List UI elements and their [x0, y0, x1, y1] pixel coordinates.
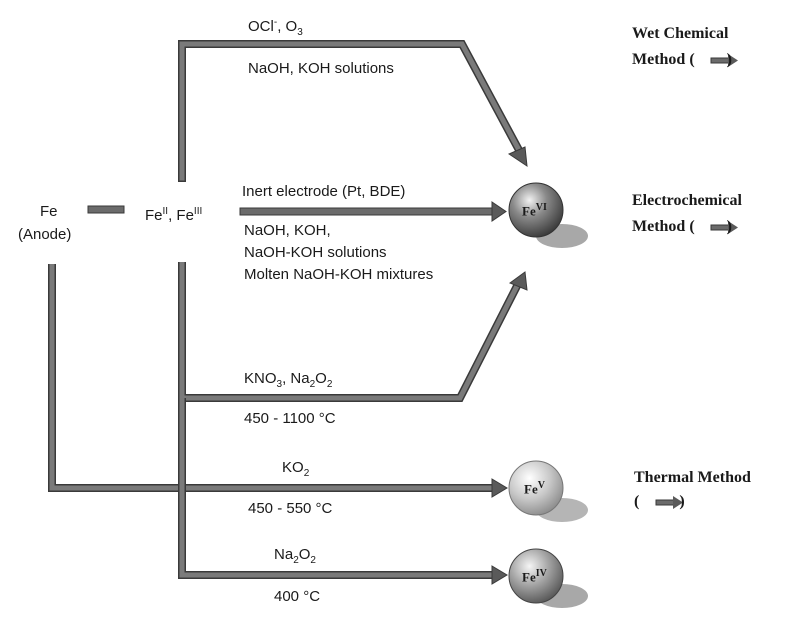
thermal-1-temperature: 450 - 1100 °C: [244, 410, 336, 427]
thermal-method-arrow-icon: [655, 496, 683, 509]
thermal-method-subtitle: (): [634, 493, 685, 510]
electro-media-2: NaOH-KOH solutions: [244, 244, 387, 261]
thermal-route-2-arrow: [48, 264, 508, 498]
wet-chemical-arrow: [178, 40, 528, 182]
electrochemical-method-subtitle: Method (): [632, 218, 732, 235]
thermal-1-reagent: KNO3, Na2O2: [244, 370, 333, 390]
fe4-sphere: [508, 548, 588, 608]
fe6-label: FeVI: [522, 202, 547, 219]
thermal-3-temperature: 400 °C: [274, 588, 321, 605]
fe-anode-label: Fe: [40, 203, 58, 220]
wet-method-subtitle: Method (): [632, 51, 732, 68]
wet-method-arrow-icon: [710, 54, 738, 67]
electro-media-1: NaOH, KOH,: [244, 222, 331, 239]
electrochemical-method-arrow-icon: [710, 221, 738, 234]
fe-oxidation-dash: [87, 205, 125, 214]
thermal-2-reagent: KO2: [282, 459, 310, 479]
fe5-label: FeV: [524, 480, 545, 497]
thermal-3-reagent: Na2O2: [274, 546, 316, 566]
wet-medium-label: NaOH, KOH solutions: [248, 60, 394, 77]
thermal-route-1-arrow: [178, 262, 528, 402]
fe-ii-iii-label: FeII, FeIII: [145, 206, 203, 224]
wet-method-title: Wet Chemical: [632, 25, 729, 42]
thermal-2-temperature: 450 - 550 °C: [248, 500, 333, 517]
wet-reagent-label: OCl-, O3: [248, 17, 303, 38]
fe6-sphere: [508, 182, 588, 248]
electro-media-3: Molten NaOH-KOH mixtures: [244, 266, 434, 283]
electrochemical-arrow: [239, 201, 507, 222]
thermal-method-title: Thermal Method: [634, 469, 751, 486]
thermal-route-3-arrow: [178, 398, 508, 585]
fe-anode-sublabel: (Anode): [18, 226, 72, 243]
fe5-sphere: [508, 460, 588, 522]
fe4-label: FeIV: [522, 568, 547, 585]
electrode-label: Inert electrode (Pt, BDE): [242, 183, 406, 200]
electrochemical-method-title: Electrochemical: [632, 192, 742, 209]
